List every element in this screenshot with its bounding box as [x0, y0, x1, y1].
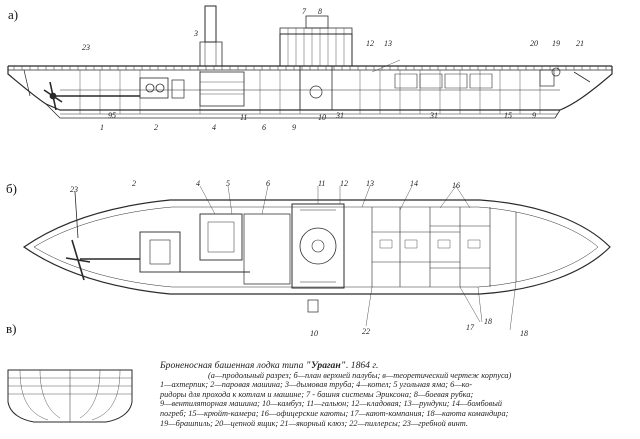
- side-label-19: 19: [552, 39, 560, 48]
- plan-label-5: 5: [226, 179, 230, 188]
- side-label-4: 4: [212, 123, 216, 132]
- side-label-9: 9: [292, 123, 296, 132]
- caption-title: Броненосная башенная лодка типа "Ураган"…: [160, 360, 379, 371]
- plan-label-22: 22: [362, 327, 370, 336]
- side-label-95: 95: [108, 111, 116, 120]
- plan-label-23: 23: [70, 185, 78, 194]
- side-label-10: 10: [318, 113, 326, 122]
- plan-label-10: 10: [310, 329, 318, 338]
- longitudinal-section: [7, 5, 613, 119]
- caption-legend-line: 19—брашпиль; 20—цепной ящик; 21—якорный …: [160, 418, 468, 428]
- steam-engine: [139, 77, 169, 99]
- plan-label-6: 6: [266, 179, 270, 188]
- plan-label-13: 13: [366, 179, 374, 188]
- side-label-1: 1: [100, 123, 104, 132]
- panel-label-c: в): [6, 321, 17, 336]
- side-label-31b: 31: [430, 111, 438, 120]
- turret: [279, 33, 353, 67]
- caption-legend-line: погреб; 15—крюйт-камера; 16—офицерские к…: [160, 408, 509, 418]
- plan-label-4: 4: [196, 179, 200, 188]
- funnel: [204, 5, 217, 43]
- plan-label-11: 11: [318, 179, 326, 188]
- boiler: [199, 71, 245, 107]
- plan-boiler: [199, 213, 243, 261]
- hull-outline: [7, 66, 613, 111]
- plan-steam-engine: [139, 231, 181, 273]
- plan-label-14: 14: [410, 179, 418, 188]
- side-label-23: 23: [82, 43, 90, 52]
- side-label-7: 7: [302, 7, 306, 16]
- side-label-20: 20: [530, 39, 538, 48]
- caption-legend-line: 1—ахтерпик; 2—паровая машина; 3—дымовая …: [160, 380, 473, 390]
- side-label-2: 2: [154, 123, 158, 132]
- plan-propeller: [65, 239, 91, 281]
- side-label-21: 21: [576, 39, 584, 48]
- body-plan-outline: [7, 369, 133, 423]
- plan-label-18b: 18: [520, 329, 528, 338]
- side-label-11: 11: [240, 113, 248, 122]
- side-label-9b: 9: [532, 111, 536, 120]
- side-label-31a: 31: [336, 111, 344, 120]
- panel-label-a: а): [8, 7, 19, 22]
- side-label-15: 15: [504, 111, 512, 120]
- side-label-12: 12: [366, 39, 374, 48]
- plan-label-12: 12: [340, 179, 348, 188]
- deck-plan: [22, 185, 611, 331]
- caption-legend-line: ридоры для прохода к котлам и машине; 7 …: [160, 389, 474, 399]
- caption-subtitle: (а—продольный разрез; б—план верхней пал…: [208, 370, 512, 380]
- plan-label-18: 18: [484, 317, 492, 326]
- deck-plan-outline: [22, 199, 611, 295]
- plan-label-17: 17: [466, 323, 474, 332]
- side-label-3: 3: [194, 29, 198, 38]
- caption-legend-line: 9—вентиляторная машина; 10—камбуз; 11—га…: [160, 399, 503, 409]
- side-label-13: 13: [384, 39, 392, 48]
- side-label-6: 6: [262, 123, 266, 132]
- plan-label-16: 16: [452, 181, 460, 190]
- hull-body-plan: [7, 369, 133, 423]
- figure-caption: Броненосная башенная лодка типа "Ураган"…: [160, 361, 640, 428]
- side-label-8: 8: [318, 7, 322, 16]
- panel-label-b: б): [6, 181, 17, 196]
- plan-label-2: 2: [132, 179, 136, 188]
- deck-planking: [13, 66, 607, 70]
